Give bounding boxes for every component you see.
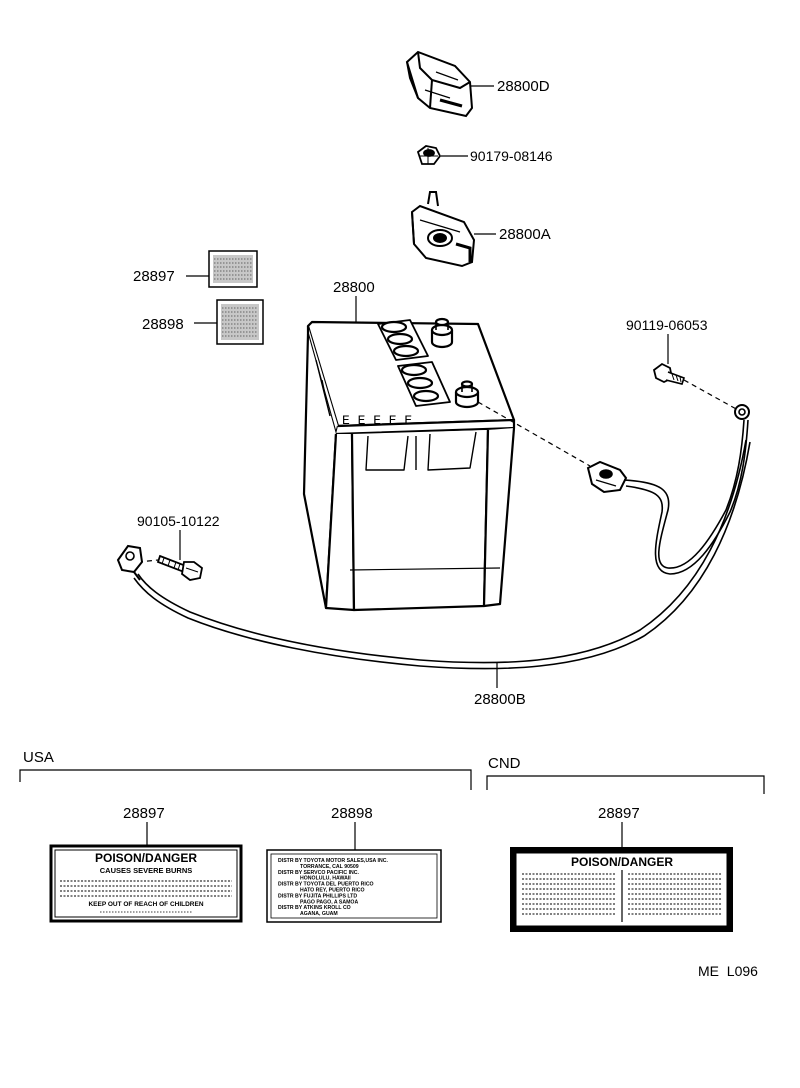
part-number-battery: 28800: [333, 279, 375, 296]
label-part-usa-28897: 28897: [123, 805, 165, 822]
distributor-line: DISTR BY FUJITA PHILLIPS LTD: [278, 893, 357, 899]
label-part-cnd-28897: 28897: [598, 805, 640, 822]
region-label-usa: USA: [23, 749, 54, 766]
part-number-sticker-28898: 28898: [142, 316, 184, 333]
part-number-nut: 90179-08146: [470, 148, 553, 164]
region-label-cnd: CND: [488, 755, 521, 772]
part-number-clamp: 28800A: [499, 226, 551, 243]
part-number-cable: 28800B: [474, 691, 526, 708]
distributor-line: AGANA, GUAM: [300, 911, 338, 917]
terminal-cover: [405, 50, 474, 118]
distributor-line: DISTR BY SERVCO PACIFIC INC.: [278, 870, 360, 876]
usa-region: USA: [19, 749, 472, 790]
distributor-line: DISTR BY TOYOTA MOTOR SALES,USA INC.: [278, 858, 388, 864]
distributor-line: HATO REY, PUERTO RICO: [300, 888, 365, 894]
distributor-line: DISTR BY TOYOTA DEL PUERTO RICO: [278, 882, 374, 888]
sticker-28898: [216, 299, 264, 345]
label-part-usa-28898: 28898: [331, 805, 373, 822]
usa-poison-footer: KEEP OUT OF REACH OF CHILDREN: [88, 901, 203, 908]
bolt-right: [652, 362, 686, 385]
battery-cell-markings: E E E E E: [342, 413, 412, 428]
terminal-clamp: [410, 191, 476, 268]
nut: [416, 145, 442, 165]
usa-poison-subtitle: CAUSES SEVERE BURNS: [100, 866, 193, 875]
part-number-cover: 28800D: [497, 78, 550, 95]
bolt-left: [156, 554, 203, 581]
part-number-sticker-28897: 28897: [133, 268, 175, 285]
battery-cable: [116, 404, 751, 670]
cnd-region: CND: [486, 755, 765, 794]
distributor-line: DISTR BY ATKINS KROLL CO: [278, 905, 351, 911]
cnd-poison-title: POISON/DANGER: [571, 855, 673, 869]
usa-distributor-label: DISTR BY TOYOTA MOTOR SALES,USA INC.TORR…: [266, 849, 442, 923]
distributor-line: HONOLULU, HAWAII: [300, 876, 351, 882]
battery: E E E E E: [302, 317, 516, 612]
usa-poison-label: POISON/DANGER CAUSES SEVERE BURNS KEEP O…: [49, 844, 243, 923]
figure-code: ME L096: [698, 963, 758, 979]
part-number-bolt-right: 90119-06053: [626, 317, 708, 333]
sticker-28897: [208, 250, 258, 288]
distributor-line: PAGO PAGO, A SAMOA: [300, 899, 358, 905]
part-number-bolt-left: 90105-10122: [137, 513, 220, 529]
distributor-line: TORRANCE, CAL 90509: [300, 864, 359, 870]
usa-poison-title: POISON/DANGER: [95, 851, 197, 865]
cnd-poison-label: POISON/DANGER: [510, 847, 733, 932]
distributor-lines: DISTR BY TOYOTA MOTOR SALES,USA INC.TORR…: [278, 858, 388, 917]
